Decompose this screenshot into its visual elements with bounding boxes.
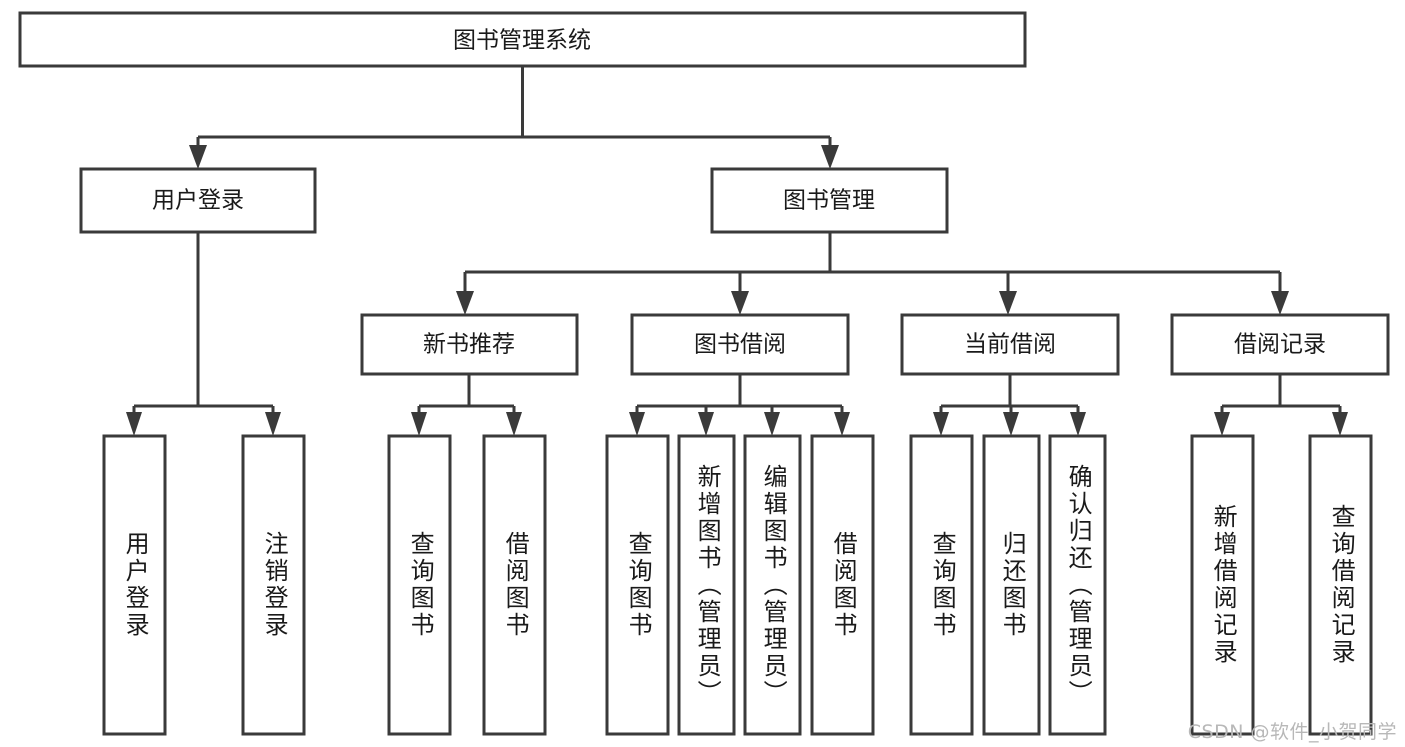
connector-group-book-management bbox=[456, 232, 1289, 315]
node-current-borrow-label: 当前借阅 bbox=[964, 332, 1056, 358]
arrow-head-borrow-record bbox=[1271, 291, 1289, 315]
arrow-head-user-login bbox=[189, 145, 207, 169]
node-current-borrow-box[interactable] bbox=[900, 313, 1120, 376]
arrow-head-current-borrow bbox=[999, 291, 1017, 315]
arrow-head-leaf-add-record bbox=[1214, 412, 1230, 436]
arrow-head-leaf-query-book-1 bbox=[411, 412, 427, 436]
arrow-head-leaf-add-book bbox=[698, 412, 714, 436]
leaf-box-user-login[interactable] bbox=[102, 434, 167, 736]
arrow-head-new-book-recommend bbox=[456, 291, 474, 315]
leaf-box-add-book[interactable] bbox=[677, 434, 736, 736]
connector-group-current-borrow bbox=[933, 374, 1086, 436]
node-book-borrow-label: 图书借阅 bbox=[694, 332, 786, 358]
leaf-box-add-record[interactable] bbox=[1190, 434, 1255, 736]
connector-group-user-login bbox=[126, 232, 281, 436]
node-book-management-label: 图书管理 bbox=[783, 188, 875, 214]
node-new-book-recommend-label: 新书推荐 bbox=[423, 332, 515, 358]
arrow-head-leaf-borrow-book-1 bbox=[506, 412, 522, 436]
node-new-book-recommend[interactable]: 新书推荐 bbox=[360, 313, 579, 376]
leaf-box-query-book-3[interactable] bbox=[909, 434, 974, 736]
node-borrow-record[interactable]: 借阅记录 bbox=[1170, 313, 1390, 376]
node-book-management-box[interactable] bbox=[710, 167, 949, 234]
connector-group-new-book-recommend bbox=[411, 374, 522, 436]
arrow-head-leaf-logout bbox=[265, 412, 281, 436]
arrow-head-leaf-confirm-return bbox=[1070, 412, 1086, 436]
leaf-box-query-book-1[interactable] bbox=[387, 434, 452, 736]
leaf-box-borrow-book-2[interactable] bbox=[810, 434, 875, 736]
node-new-book-recommend-box[interactable] bbox=[360, 313, 579, 376]
node-current-borrow[interactable]: 当前借阅 bbox=[900, 313, 1120, 376]
node-root[interactable]: 图书管理系统 bbox=[18, 11, 1027, 68]
leaf-box-edit-book[interactable] bbox=[743, 434, 802, 736]
arrow-head-leaf-edit-book bbox=[764, 412, 780, 436]
arrow-head-leaf-query-book-3 bbox=[933, 412, 949, 436]
connector-group-book-borrow bbox=[629, 374, 850, 436]
leaf-box-borrow-book-1[interactable] bbox=[482, 434, 547, 736]
leaf-node-group bbox=[102, 434, 1373, 736]
node-user-login-box[interactable] bbox=[79, 167, 317, 234]
node-book-borrow[interactable]: 图书借阅 bbox=[630, 313, 850, 376]
arrow-head-leaf-return-book bbox=[1003, 412, 1019, 436]
connector-group-root bbox=[189, 66, 839, 169]
leaf-box-confirm-return[interactable] bbox=[1048, 434, 1107, 736]
leaf-box-return-book[interactable] bbox=[982, 434, 1041, 736]
arrow-head-leaf-query-record bbox=[1332, 412, 1348, 436]
csdn-watermark: CSDN @软件_小贺同学 bbox=[1187, 721, 1397, 743]
node-book-management[interactable]: 图书管理 bbox=[710, 167, 949, 234]
arrow-head-leaf-user-login bbox=[126, 412, 142, 436]
node-book-borrow-box[interactable] bbox=[630, 313, 850, 376]
arrow-head-book-management bbox=[821, 145, 839, 169]
node-root-label: 图书管理系统 bbox=[453, 28, 591, 54]
node-borrow-record-box[interactable] bbox=[1170, 313, 1390, 376]
node-user-login-label: 用户登录 bbox=[152, 188, 244, 214]
arrow-head-leaf-borrow-book-2 bbox=[834, 412, 850, 436]
leaf-box-query-book-2[interactable] bbox=[605, 434, 670, 736]
leaf-box-query-record[interactable] bbox=[1308, 434, 1373, 736]
arrow-head-leaf-query-book-2 bbox=[629, 412, 645, 436]
node-user-login[interactable]: 用户登录 bbox=[79, 167, 317, 234]
arrow-head-book-borrow bbox=[731, 291, 749, 315]
node-borrow-record-label: 借阅记录 bbox=[1234, 332, 1326, 358]
node-root-box[interactable] bbox=[18, 11, 1027, 68]
connector-group-borrow-record bbox=[1214, 374, 1348, 436]
leaf-box-logout[interactable] bbox=[241, 434, 306, 736]
